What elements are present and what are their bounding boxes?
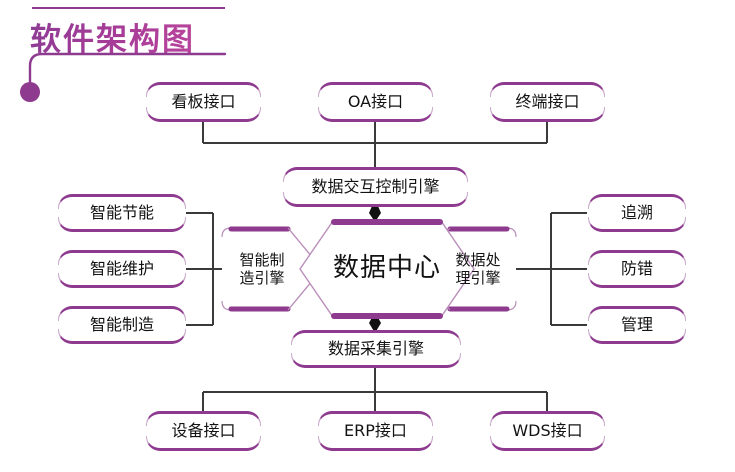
- node-label: 数据中心: [332, 253, 441, 284]
- node-smart-manufacturing-engine[interactable]: 智能制 造引擎: [228, 238, 296, 300]
- node-device-interface[interactable]: 设备接口: [146, 411, 261, 451]
- node-kanban-interface[interactable]: 看板接口: [146, 82, 261, 122]
- title-top-rule: [32, 7, 225, 9]
- node-smart-manufacturing[interactable]: 智能制造: [58, 306, 186, 344]
- node-label-line2: 理引擎: [455, 269, 501, 287]
- node-label: 终端接口: [515, 91, 580, 111]
- title-underline-decoration: [20, 52, 227, 102]
- node-erp-interface[interactable]: ERP接口: [318, 411, 433, 451]
- node-data-exchange-control-engine[interactable]: 数据交互控制引擎: [283, 167, 468, 207]
- node-label: 管理: [620, 314, 653, 334]
- page-title: 软件架构图: [30, 14, 195, 59]
- node-label: 智能维护: [89, 258, 154, 278]
- node-data-center[interactable]: 数据中心: [312, 232, 462, 306]
- node-label: WDS接口: [512, 420, 583, 440]
- node-label: 数据交互控制引擎: [311, 176, 440, 196]
- node-smart-maintenance[interactable]: 智能维护: [58, 250, 186, 288]
- node-oa-interface[interactable]: OA接口: [318, 82, 433, 122]
- node-error-prevention[interactable]: 防错: [588, 250, 686, 288]
- node-smart-energy-saving[interactable]: 智能节能: [58, 194, 186, 232]
- node-label: 数据采集引擎: [327, 338, 424, 358]
- node-management[interactable]: 管理: [588, 306, 686, 344]
- node-label-line1: 智能制: [239, 251, 285, 269]
- node-label-line1: 数据处: [455, 251, 501, 269]
- node-data-processing-engine[interactable]: 数据处 理引擎: [444, 238, 512, 300]
- node-data-collection-engine[interactable]: 数据采集引擎: [291, 330, 461, 368]
- node-label: 智能制造: [89, 314, 154, 334]
- arrow-down-to-core: [369, 199, 381, 222]
- node-label: 防错: [620, 258, 653, 278]
- node-traceability[interactable]: 追溯: [588, 194, 686, 232]
- node-wds-interface[interactable]: WDS接口: [490, 411, 605, 451]
- node-label: 看板接口: [171, 91, 236, 111]
- node-terminal-interface[interactable]: 终端接口: [490, 82, 605, 122]
- node-label: 设备接口: [171, 420, 236, 440]
- title-block: 软件架构图: [0, 0, 260, 115]
- node-label: ERP接口: [344, 420, 407, 440]
- node-label: 追溯: [620, 202, 653, 222]
- node-label-line2: 造引擎: [239, 269, 285, 287]
- node-label: OA接口: [347, 91, 404, 111]
- arrow-down-to-collection-engine: [369, 312, 381, 333]
- node-label: 智能节能: [89, 202, 154, 222]
